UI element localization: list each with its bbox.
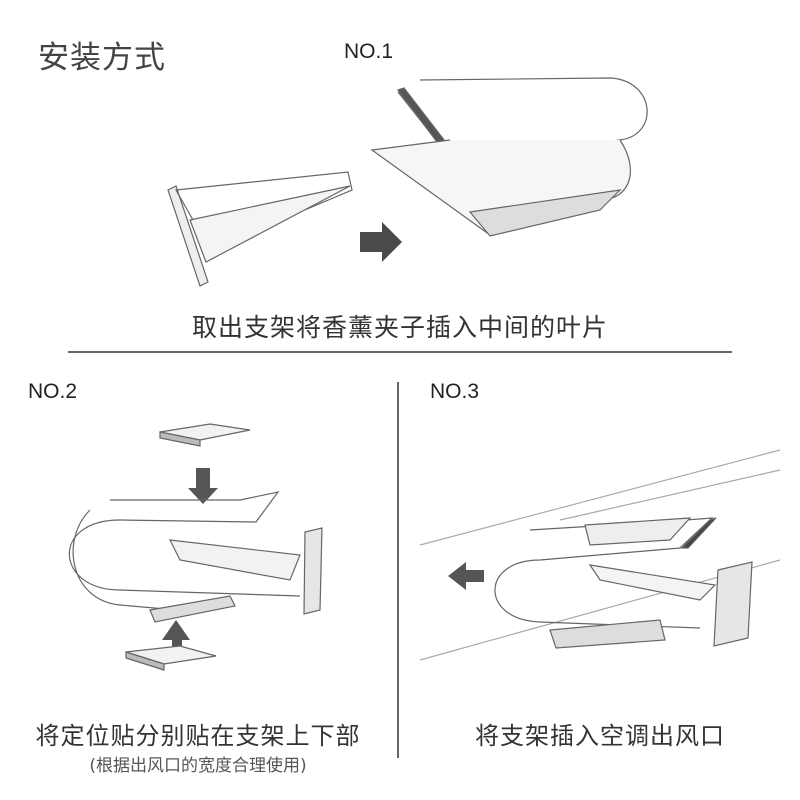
arrow-up-icon [162, 620, 190, 660]
holder-illustration-1 [370, 77, 648, 237]
step-3-label: NO.3 [430, 380, 480, 403]
arrow-left-icon [448, 562, 484, 590]
step-1-caption: 取出支架将香薰夹子插入中间的叶片 [191, 313, 608, 342]
step-3-caption: 将支架插入空调出风口 [475, 722, 725, 750]
arrow-down-icon [188, 468, 218, 504]
arrow-right-icon [360, 222, 402, 262]
step-2-label: NO.2 [28, 380, 78, 403]
holder-illustration-2 [68, 491, 323, 623]
holder-illustration-3 [494, 517, 753, 649]
clip-illustration [167, 171, 353, 287]
step-1-label: NO.1 [344, 40, 394, 63]
page-title: 安装方式 [38, 40, 166, 76]
step-2-note: (根据出风口的宽度合理使用) [89, 756, 307, 776]
step-2-caption: 将定位贴分别贴在支架上下部 [35, 722, 361, 750]
